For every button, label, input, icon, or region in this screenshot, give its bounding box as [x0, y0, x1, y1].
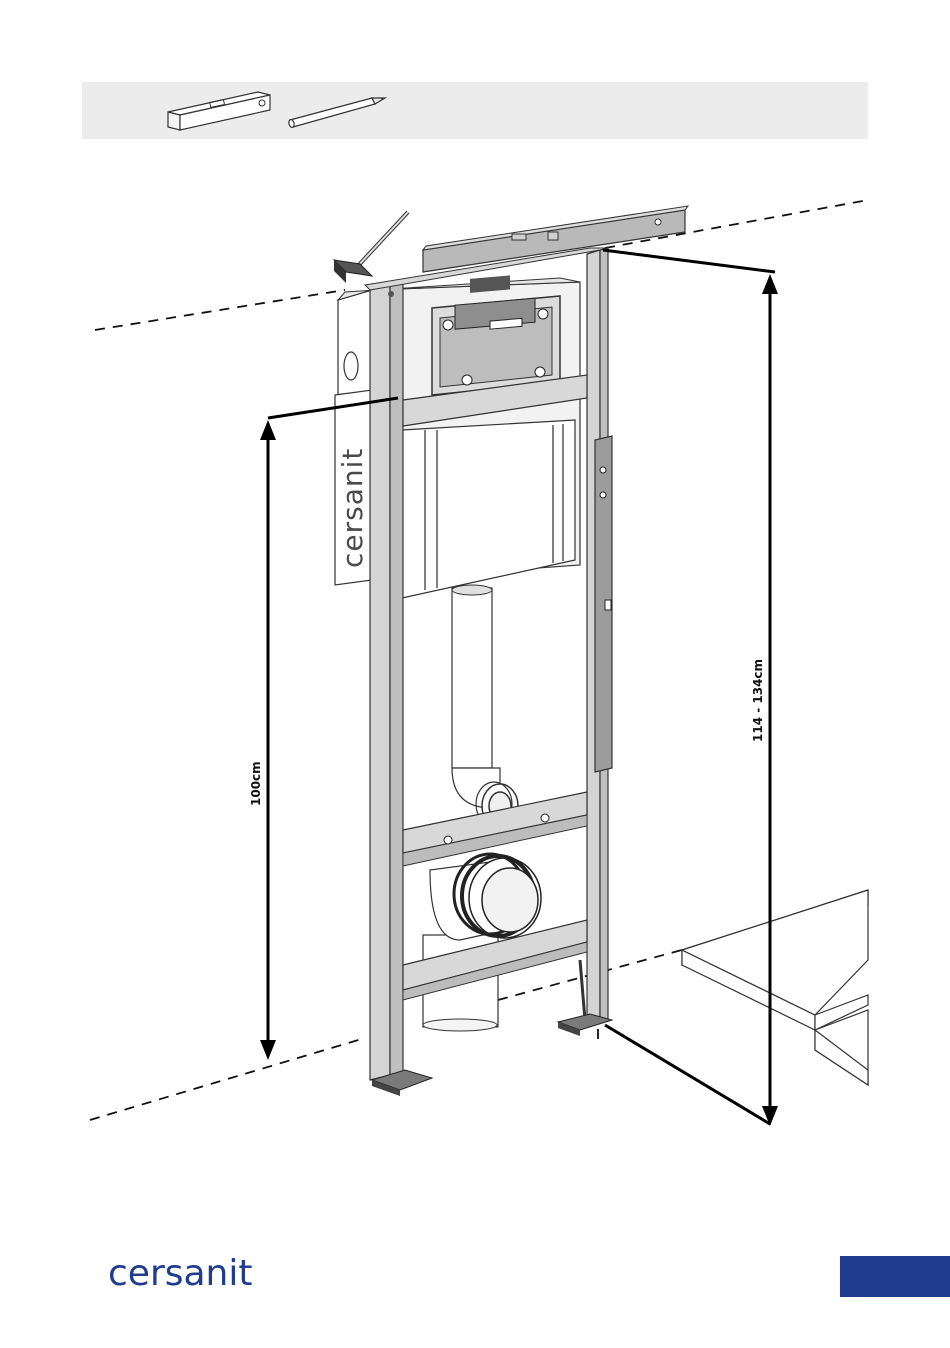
dimension-label-114-134cm: 114 - 134cm	[751, 659, 765, 742]
dimension-label-100cm: 100cm	[249, 761, 263, 806]
page-tab-marker	[840, 1256, 950, 1297]
flush-pipe	[452, 585, 518, 828]
footer-brand-logo: cersanit	[108, 1256, 253, 1292]
floor-slab	[682, 890, 868, 1085]
tank-brand-label: cersanit	[336, 448, 369, 568]
marking-pencil	[334, 212, 408, 283]
frame-spirit-level	[423, 206, 688, 272]
